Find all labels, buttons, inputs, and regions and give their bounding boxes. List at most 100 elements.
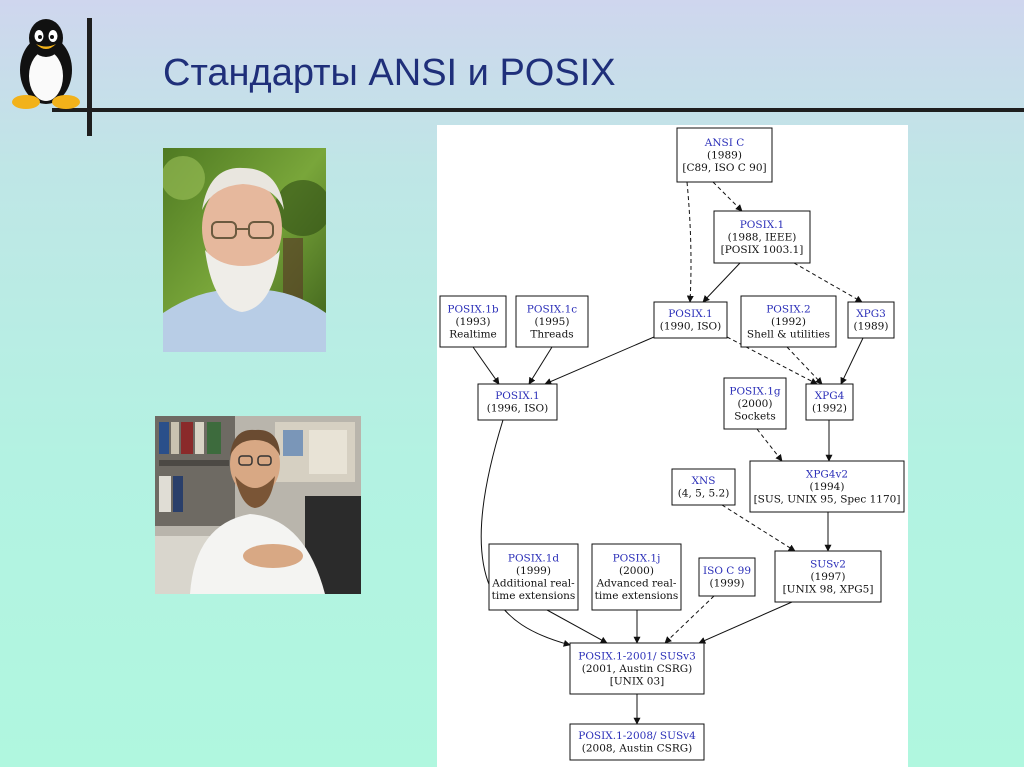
edge-posix2-to-xpg4 [786, 346, 823, 385]
node-detail: (1988, IEEE) [728, 231, 797, 243]
edge-posix1_1988-to-xpg3 [793, 262, 863, 303]
node-detail: (1992) [812, 403, 847, 415]
node-name: POSIX.1c [527, 303, 578, 315]
edge-posix1_1990-to-posix1_1996 [544, 336, 655, 385]
node-box [515, 295, 589, 348]
node-posix1-1996: POSIX.1(1996, ISO) [477, 383, 558, 421]
node-detail: (2001, Austin CSRG) [582, 663, 693, 675]
node-posix1j: POSIX.1j(2000)Advanced real-time extensi… [591, 543, 682, 611]
node-box [488, 543, 579, 611]
tux-penguin-icon [6, 12, 86, 117]
portrait-photo-1 [163, 148, 326, 352]
node-box [653, 301, 728, 339]
edge-xns-to-susv2 [721, 504, 796, 552]
node-detail: [C89, ISO C 90] [682, 162, 766, 174]
edge-posix1g-to-xpg4v2 [756, 428, 783, 462]
title-horizontal-rule [52, 108, 1024, 112]
node-detail: Advanced real- [596, 578, 677, 590]
node-posix1-1990: POSIX.1(1990, ISO) [653, 301, 728, 339]
node-name: POSIX.1 [668, 308, 713, 320]
node-detail: (1994) [810, 481, 845, 493]
node-detail: (1999) [710, 578, 745, 590]
node-box [805, 383, 854, 421]
edge-xpg3-to-xpg4 [840, 337, 864, 385]
node-xpg4v2: XPG4v2(1994)[SUS, UNIX 95, Spec 1170] [749, 460, 905, 513]
node-box [591, 543, 682, 611]
node-detail: (1997) [811, 571, 846, 583]
node-posix2008: POSIX.1-2008/ SUSv4(2008, Austin CSRG) [569, 723, 705, 761]
node-detail: (2000) [738, 398, 773, 410]
node-detail: (1995) [535, 316, 570, 328]
node-box [569, 723, 705, 761]
node-box [671, 468, 736, 506]
node-detail: [SUS, UNIX 95, Spec 1170] [754, 493, 901, 505]
node-name: XPG4v2 [806, 468, 848, 480]
node-box [740, 295, 837, 348]
node-posix2001: POSIX.1-2001/ SUSv3(2001, Austin CSRG)[U… [569, 642, 705, 695]
node-name: POSIX.1-2008/ SUSv4 [578, 730, 696, 742]
node-box [847, 301, 895, 339]
node-name: POSIX.1d [508, 553, 560, 565]
node-detail: (2000) [619, 565, 654, 577]
title-vertical-bar [87, 18, 92, 136]
node-name: POSIX.1b [447, 303, 499, 315]
node-detail: Realtime [449, 328, 497, 340]
edge-ansi_c-to-posix1_1988 [712, 181, 743, 212]
node-susv2: SUSv2(1997)[UNIX 98, XPG5] [774, 550, 882, 603]
node-posix1g: POSIX.1g(2000)Sockets [723, 377, 787, 430]
node-box [676, 127, 773, 183]
node-detail: Threads [530, 328, 573, 340]
edge-posix1_1988-to-posix1_1990 [702, 262, 741, 303]
node-detail: (1989) [854, 321, 889, 333]
node-box [439, 295, 507, 348]
node-name: POSIX.1-2001/ SUSv3 [578, 650, 696, 662]
edge-isoc99-to-posix2001 [664, 595, 715, 644]
node-name: POSIX.1 [495, 390, 540, 402]
node-detail: Shell & utilities [747, 328, 830, 340]
node-isoc99: ISO C 99(1999) [698, 557, 756, 597]
node-posix1c: POSIX.1c(1995)Threads [515, 295, 589, 348]
node-xpg4: XPG4(1992) [805, 383, 854, 421]
node-posix1-1988: POSIX.1(1988, IEEE)[POSIX 1003.1] [713, 210, 811, 264]
node-name: XNS [692, 475, 716, 487]
node-detail: (1990, ISO) [660, 321, 722, 333]
slide-title: Стандарты ANSI и POSIX [163, 52, 616, 94]
node-detail: [POSIX 1003.1] [721, 244, 804, 256]
standards-diagram: ANSI C(1989)[C89, ISO C 90]POSIX.1(1988,… [437, 125, 908, 767]
node-name: XPG4 [815, 390, 845, 402]
node-detail: time extensions [492, 590, 576, 602]
node-detail: (2008, Austin CSRG) [582, 743, 693, 755]
edge-ansi_c-to-posix1_1990 [686, 181, 694, 303]
node-detail: [UNIX 98, XPG5] [783, 583, 874, 595]
edge-posix1_1996-to-posix2001 [480, 419, 571, 647]
node-name: ANSI C [704, 137, 744, 149]
standards-graph: ANSI C(1989)[C89, ISO C 90]POSIX.1(1988,… [439, 127, 905, 761]
node-name: POSIX.1g [729, 385, 781, 397]
node-box [723, 377, 787, 430]
node-detail: [UNIX 03] [610, 675, 665, 687]
node-posix1d: POSIX.1d(1999)Additional real-time exten… [488, 543, 579, 611]
edge-posix1d-to-posix2001 [546, 609, 608, 644]
node-box [713, 210, 811, 264]
node-xpg3: XPG3(1989) [847, 301, 895, 339]
edge-posix1c-to-posix1_1996 [528, 346, 553, 385]
node-box [698, 557, 756, 597]
node-detail: time extensions [595, 590, 679, 602]
node-xns: XNS(4, 5, 5.2) [671, 468, 736, 506]
node-detail: (1999) [516, 565, 551, 577]
node-detail: Additional real- [491, 578, 575, 590]
portrait-photo-2 [155, 416, 361, 594]
node-ansi-c: ANSI C(1989)[C89, ISO C 90] [676, 127, 773, 183]
node-box [749, 460, 905, 513]
node-detail: (1992) [771, 316, 806, 328]
node-name: POSIX.2 [766, 303, 811, 315]
node-detail: (1996, ISO) [487, 403, 549, 415]
node-detail: (1989) [707, 149, 742, 161]
node-posix1b: POSIX.1b(1993)Realtime [439, 295, 507, 348]
edge-posix1b-to-posix1_1996 [472, 346, 500, 385]
node-posix2: POSIX.2(1992)Shell & utilities [740, 295, 837, 348]
node-name: POSIX.1j [613, 553, 661, 565]
node-detail: (1993) [456, 316, 491, 328]
node-detail: Sockets [734, 410, 776, 422]
node-detail: (4, 5, 5.2) [678, 488, 730, 500]
